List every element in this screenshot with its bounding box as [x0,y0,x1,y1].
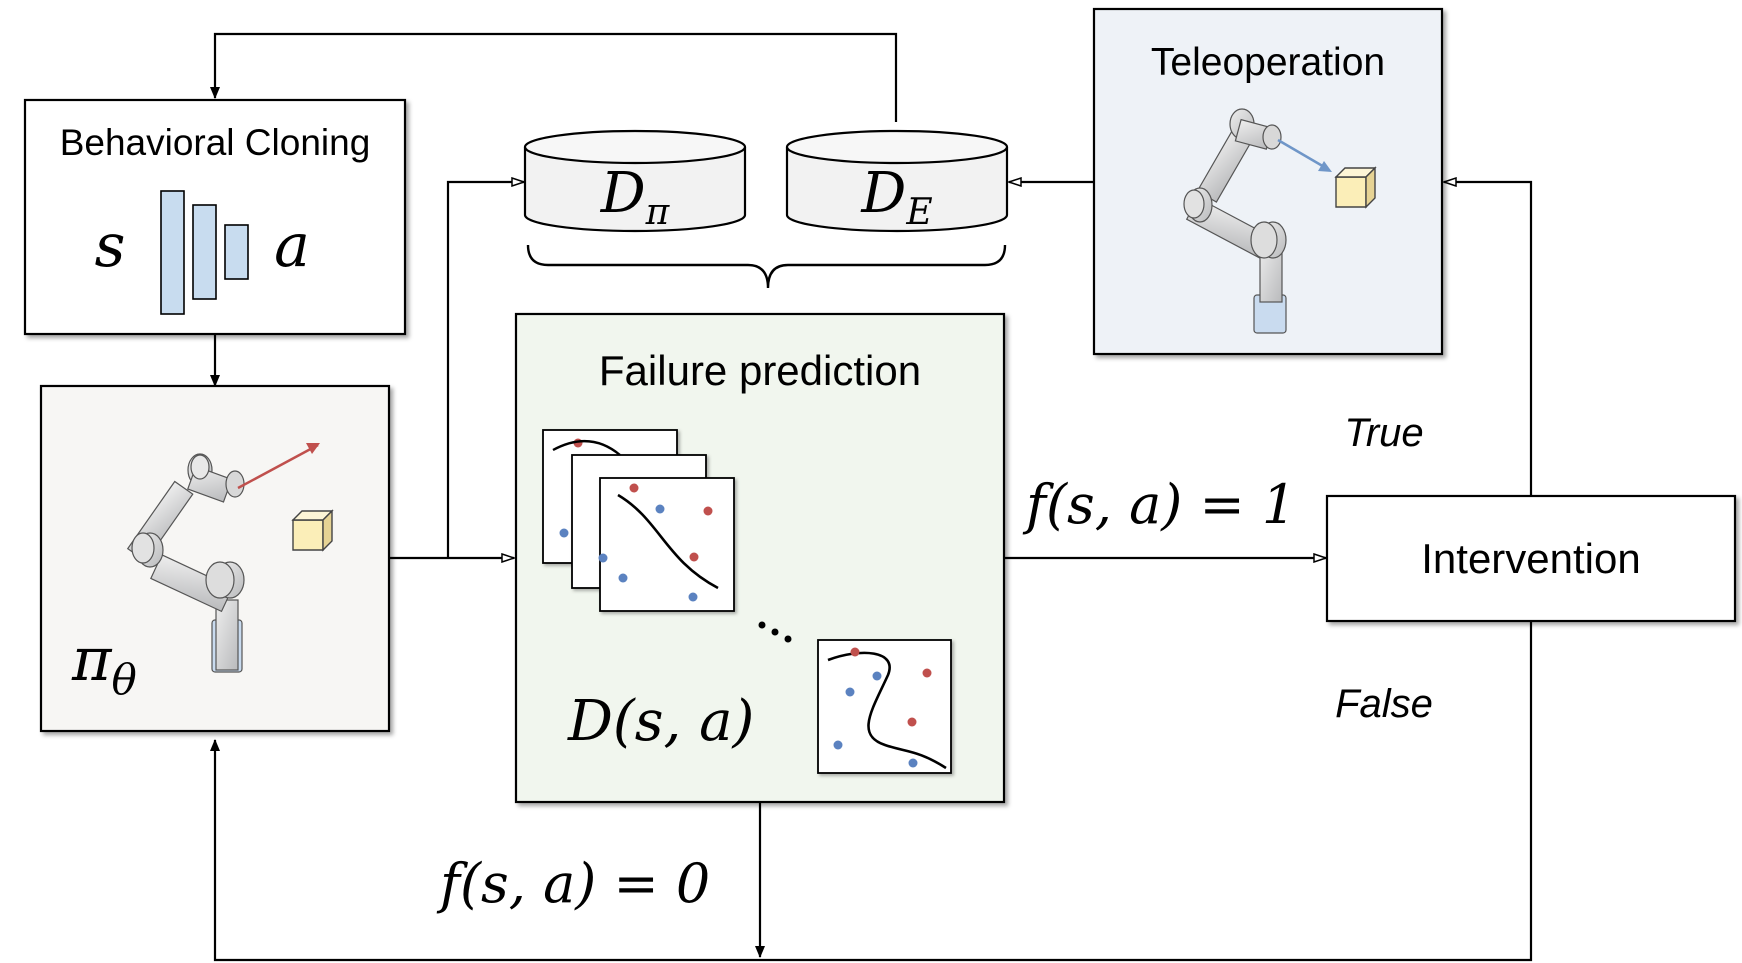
teleop-arrowhead-icon [1318,161,1332,172]
teleoperation-title: Teleoperation [1151,41,1385,84]
failure-prediction-box: Failure prediction [514,312,1006,804]
policy-symbol: πθ [71,625,137,704]
intervention-box: Intervention [1325,494,1737,623]
policy-dataset: Dπ [523,129,747,233]
edge-policy-to-policy-data [446,182,524,558]
teleop-arrow-icon [1277,138,1327,170]
expert-dataset: DE [785,129,1009,233]
edge-intervention-false [210,622,1533,962]
action-arrowhead-icon [306,443,320,454]
policy-dataset-label: Dπ [600,161,671,233]
bc-output-symbol: a [274,211,310,281]
edge-intervention-true [1444,182,1533,495]
robot-arm-icon [126,453,245,673]
ellipsis-dots [758,621,792,643]
behavioral-cloning-box: Behavioral Cloning s a [23,98,407,336]
expert-dataset-label: DE [860,161,932,233]
neural-network-icon [160,190,249,315]
robot-arm-icon [1183,108,1287,334]
action-arrow-icon [237,443,319,490]
teleoperation-box: Teleoperation [1092,7,1444,356]
connectors [210,32,1533,962]
cube-icon [291,509,334,552]
edge-expert-data-to-bc [210,32,898,122]
discriminator-plot-stack [542,429,735,612]
dataset-brace [526,244,1007,289]
intervention-title: Intervention [1421,535,1640,582]
edge-label-f-zero: f(s, a) = 0 [436,852,710,915]
cube-icon [1334,166,1377,209]
discriminator-label: D(s, a) [567,689,754,754]
edge-label-false: False [1335,682,1433,726]
bc-input-symbol: s [95,211,126,281]
edge-label-f-one: f(s, a) = 1 [1022,473,1296,536]
failure-prediction-title: Failure prediction [599,347,921,394]
edge-label-true: True [1344,411,1423,455]
policy-box: πθ [39,384,391,733]
bc-title: Behavioral Cloning [60,122,371,163]
discriminator-plot-single [817,639,952,774]
